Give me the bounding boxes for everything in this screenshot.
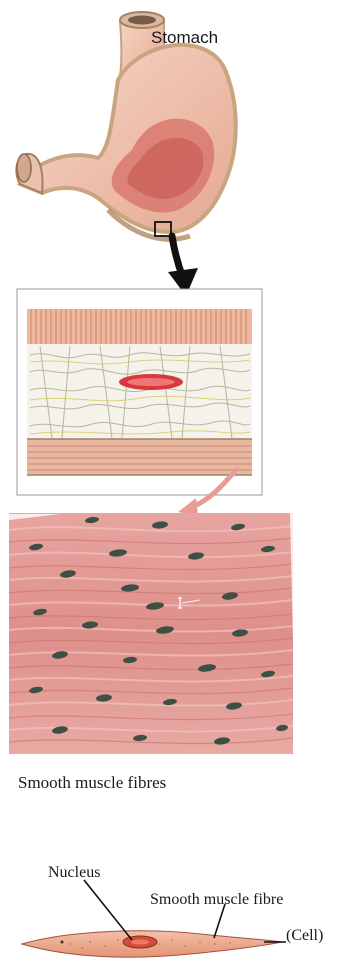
stomach-label: Stomach (151, 28, 218, 48)
cross-section-panel (17, 289, 262, 495)
cell-label: (Cell) (286, 927, 323, 945)
histology-micrograph (9, 513, 293, 754)
smooth-muscle-cell (22, 931, 282, 957)
down-arrow-icon (168, 236, 198, 296)
smooth-muscle-fibre-label: Smooth muscle fibre (150, 891, 283, 909)
nucleus-label: Nucleus (48, 864, 100, 882)
figure-caption: Smooth muscle fibres (18, 773, 166, 793)
